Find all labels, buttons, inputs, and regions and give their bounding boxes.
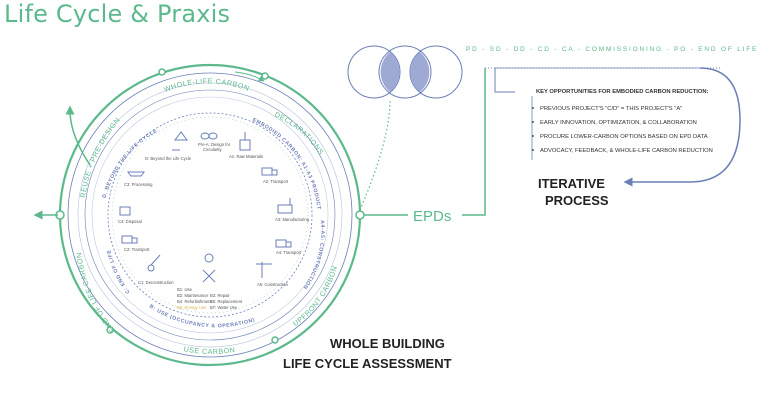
use-carbon-label: USE CARBON bbox=[183, 344, 236, 356]
stage-b1-label: B1: Use bbox=[177, 287, 193, 292]
stage-b6-label: B6: Energy Use bbox=[177, 305, 207, 310]
stage-icons bbox=[119, 131, 293, 283]
phase-list: PD - SD - DD - CD - CA - COMMISSIONING -… bbox=[466, 46, 758, 53]
iteration-circles bbox=[347, 45, 463, 99]
construction-label: A4-A5: CONSTRUCTION bbox=[301, 220, 325, 290]
recycle-icon bbox=[172, 131, 188, 151]
epd-return-line bbox=[462, 68, 486, 216]
ship-icon bbox=[127, 171, 145, 177]
stage-pre-a-label-2: Circularity bbox=[203, 147, 223, 152]
wbla-label-2: LIFE CYCLE ASSESSMENT bbox=[283, 356, 452, 371]
wbla-label-1: WHOLE BUILDING bbox=[330, 336, 445, 351]
opportunity-item-4: ADVOCACY, FEEDBACK, & WHOLE-LIFE CARBON … bbox=[540, 148, 713, 154]
stage-b5-label: B5: Replacement bbox=[210, 299, 243, 304]
stage-b4-label: B4: Refurbishment bbox=[177, 299, 213, 304]
crane-icon bbox=[256, 262, 272, 278]
stage-labels: Pre-A: Design for Circularity A1: Raw Ma… bbox=[118, 142, 310, 310]
top-arrow bbox=[234, 71, 265, 82]
opportunity-item-1: PREVIOUS PROJECT'S "C/D" = THIS PROJECT'… bbox=[540, 106, 682, 112]
stage-a1-label: A1: Raw Materials bbox=[229, 154, 263, 159]
stage-b2-label: B2: Maintenance bbox=[177, 293, 209, 298]
page-title: Life Cycle & Praxis bbox=[4, 0, 231, 28]
stage-pre-a-label: Pre-A: Design for bbox=[198, 142, 231, 147]
stage-b3-label: B3: Repair bbox=[210, 293, 230, 298]
demolition-icon bbox=[147, 254, 161, 272]
stage-a2-label: A2: Transport bbox=[263, 179, 289, 184]
transport-truck-3-icon bbox=[121, 235, 138, 244]
declarations-label: DECLARATIONS bbox=[273, 110, 326, 157]
stage-c2-label: C2: Transport bbox=[124, 247, 150, 252]
raw-materials-icon bbox=[239, 132, 251, 151]
stage-d-label: D: Beyond the Life Cycle bbox=[145, 156, 192, 161]
tools-icon bbox=[202, 253, 216, 283]
transport-truck-icon bbox=[261, 167, 278, 176]
opportunities-panel: KEY OPPORTUNITIES FOR EMBODIED CARBON RE… bbox=[531, 89, 713, 160]
iterative-label: ITERATIVE bbox=[538, 176, 605, 191]
phase-timeline: PD - SD - DD - CD - CA - COMMISSIONING -… bbox=[466, 46, 758, 187]
stage-a4-label: A4: Transport bbox=[276, 250, 302, 255]
end-of-life-stage-label: C: END OF LIFE bbox=[106, 249, 131, 295]
opportunity-item-2: EARLY INNOVATION, OPTIMIZATION, & COLLAB… bbox=[540, 120, 697, 126]
stage-c4-label: C4: Disposal bbox=[118, 219, 142, 224]
disposal-icon bbox=[119, 206, 131, 216]
whole-life-carbon-label: WHOLE-LIFE CARBON bbox=[163, 76, 251, 94]
process-label: PROCESS bbox=[545, 193, 609, 208]
stage-a5-label: A5: Construction bbox=[257, 282, 289, 287]
opportunity-item-3: PROCURE LOWER-CARBON OPTIONS BASED ON EP… bbox=[540, 134, 708, 140]
embodied-carbon-label: EMBODIED CARBON: A1-A3 PRODUCT bbox=[251, 117, 321, 210]
stage-c3-label: C3: Processing bbox=[124, 182, 153, 187]
stage-a3-label: A3: Manufacturing bbox=[275, 217, 310, 222]
beyond-life-cycle-label: D. BEYOND THE LIFE CYCLE bbox=[102, 128, 159, 199]
ring-nodes bbox=[55, 68, 365, 344]
stage-b7-label: B7: Water Use bbox=[210, 305, 238, 310]
stage-c1-label: C1: Deconstruction bbox=[138, 280, 174, 285]
transport-truck-2-icon bbox=[275, 239, 292, 248]
factory-icon bbox=[277, 198, 293, 214]
epds-label: EPDs bbox=[413, 208, 451, 225]
dotted-return-path bbox=[359, 99, 391, 211]
infinity-icon bbox=[200, 132, 218, 140]
upper-left-arrow bbox=[65, 105, 91, 166]
opportunities-heading: KEY OPPORTUNITIES FOR EMBODIED CARBON RE… bbox=[536, 89, 709, 95]
